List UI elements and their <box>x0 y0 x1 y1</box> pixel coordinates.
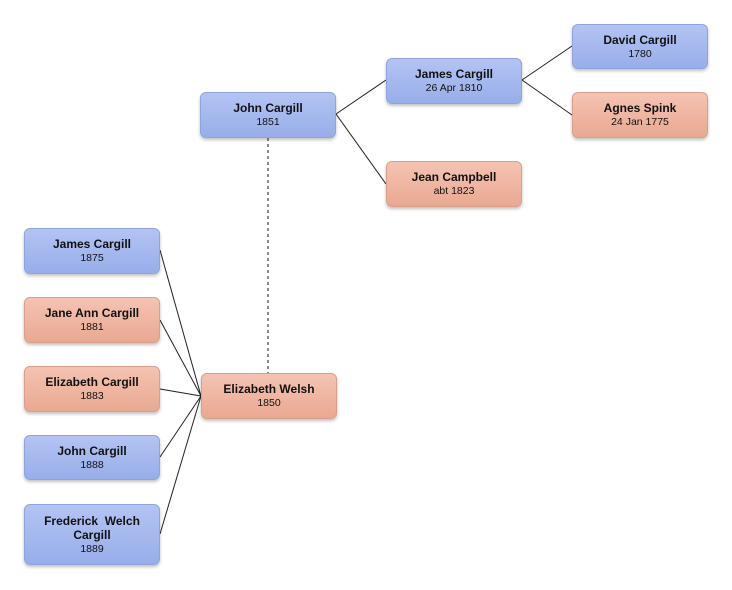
person-name: John Cargill <box>233 101 303 115</box>
person-card-elizabeth-cargill[interactable]: Elizabeth Cargill 1883 <box>24 366 160 412</box>
person-card-jane-ann-cargill[interactable]: Jane Ann Cargill 1881 <box>24 297 160 343</box>
person-card-john-cargill-1888[interactable]: John Cargill 1888 <box>24 435 160 480</box>
line-john-to-jean <box>335 113 387 185</box>
person-date: 1851 <box>256 116 280 128</box>
person-date: 1780 <box>628 47 652 60</box>
line-child-elizabeth <box>159 388 202 397</box>
person-name: James Cargill <box>52 237 132 251</box>
person-date: 1883 <box>80 390 104 402</box>
person-date: 26 Apr 1810 <box>425 82 483 94</box>
person-name: James Cargill <box>414 67 494 81</box>
person-card-frederick-welch-cargill[interactable]: Frederick Welch Cargill 1889 <box>24 504 160 565</box>
person-card-john-cargill-1851[interactable]: John Cargill 1851 <box>200 92 336 138</box>
person-name: David Cargill <box>603 32 677 47</box>
line-james-to-agnes <box>521 79 573 116</box>
person-date: 24 Jan 1775 <box>611 116 669 128</box>
person-card-james-cargill-1875[interactable]: James Cargill 1875 <box>24 228 160 274</box>
line-child-jane <box>159 319 202 397</box>
person-date: 1881 <box>80 321 104 333</box>
line-john-to-james <box>335 79 387 115</box>
person-card-david-cargill[interactable]: David Cargill 1780 <box>572 24 708 69</box>
person-name: Elizabeth Cargill <box>45 375 139 389</box>
person-card-agnes-spink[interactable]: Agnes Spink 24 Jan 1775 <box>572 92 708 138</box>
person-name: Frederick Welch Cargill <box>44 513 140 542</box>
person-date: 1850 <box>257 397 281 409</box>
person-name: Jean Campbell <box>411 170 497 184</box>
person-name: Elizabeth Welsh <box>223 382 315 396</box>
person-date: 1875 <box>80 252 104 264</box>
person-name: John Cargill <box>57 443 127 458</box>
person-name: Jane Ann Cargill <box>44 306 140 320</box>
line-james-to-david <box>521 45 573 81</box>
line-child-frederick <box>159 395 202 535</box>
line-child-john <box>159 395 202 458</box>
person-card-elizabeth-welsh[interactable]: Elizabeth Welsh 1850 <box>201 373 337 419</box>
line-child-james <box>159 249 202 397</box>
person-card-james-cargill-1810[interactable]: James Cargill 26 Apr 1810 <box>386 58 522 104</box>
person-name: Agnes Spink <box>603 101 677 115</box>
person-date: abt 1823 <box>433 185 475 197</box>
person-date: 1888 <box>80 458 104 471</box>
person-card-jean-campbell[interactable]: Jean Campbell abt 1823 <box>386 161 522 207</box>
person-date: 1889 <box>80 542 104 555</box>
